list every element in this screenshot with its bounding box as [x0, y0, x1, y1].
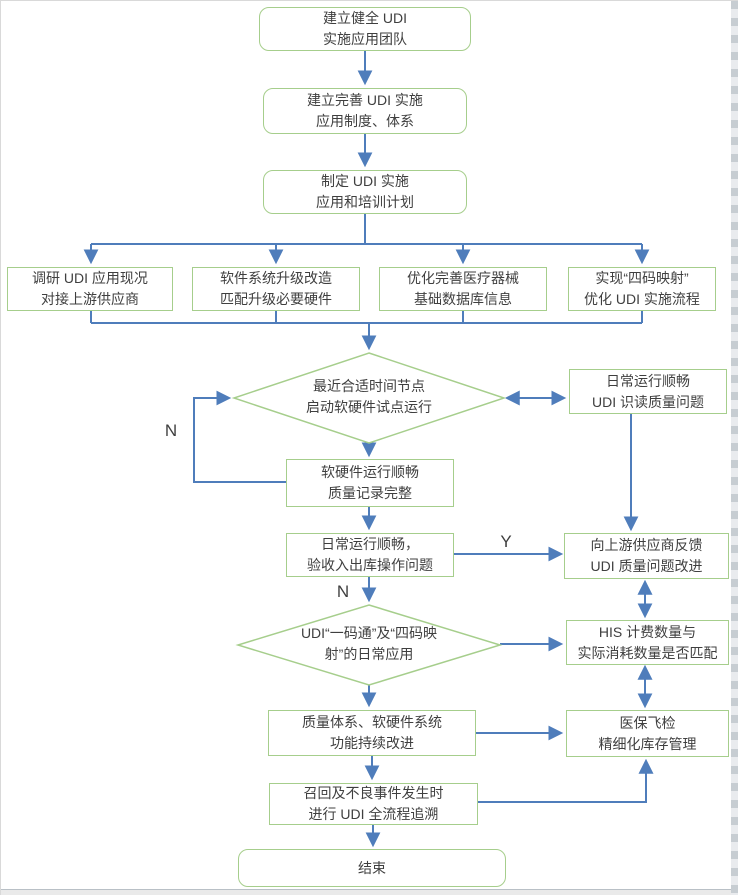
node-text: 最近合适时间节点	[313, 378, 425, 394]
node-insurance: 医保飞检 精细化库存管理	[566, 710, 729, 757]
node-text: 实施应用团队	[323, 31, 407, 47]
node-text: 软件系统升级改造	[220, 270, 332, 286]
node-text: 启动软硬件试点运行	[306, 399, 432, 415]
node-text: 精细化库存管理	[598, 735, 697, 752]
node-text: 对接上游供应商	[41, 291, 139, 307]
node-text: 调研 UDI 应用现况	[32, 270, 148, 286]
page-bottom-border	[1, 889, 731, 890]
node-text: 软硬件运行顺畅	[321, 464, 419, 480]
node-text: 日常运行顺畅	[606, 372, 690, 389]
branch-label-n1: N	[164, 421, 178, 440]
node-plan: 制定 UDI 实施 应用和培训计划	[263, 170, 467, 214]
branch-label-y: Y	[500, 532, 512, 551]
node-text: 优化完善医疗器械	[407, 270, 519, 286]
node-pilot-decision: 最近合适时间节点 启动软硬件试点运行	[259, 376, 479, 418]
node-database: 优化完善医疗器械 基础数据库信息	[379, 267, 547, 311]
node-daily-quality: 日常运行顺畅 UDI 识读质量问题	[569, 369, 727, 414]
node-text: 实际消耗数量是否匹配	[577, 644, 718, 661]
node-text: 应用和培训计划	[316, 194, 414, 210]
node-daily-ops: 日常运行顺畅， 验收入出库操作问题	[286, 533, 454, 577]
decision-diamond-daily-use	[235, 604, 503, 686]
branch-label-n2: N	[336, 582, 350, 601]
node-text: 进行 UDI 全流程追溯	[308, 806, 439, 822]
node-text: 优化 UDI 实施流程	[584, 291, 700, 307]
node-text: 验收入出库操作问题	[307, 557, 433, 573]
node-his: HIS 计费数量与 实际消耗数量是否匹配	[566, 620, 729, 665]
node-end: 结束	[238, 849, 506, 887]
node-daily-use-decision: UDI“一码通”及“四码映 射”的日常应用	[251, 623, 487, 665]
node-text: 实现“四码映射”	[595, 270, 689, 286]
node-text: HIS 计费数量与	[598, 623, 697, 640]
node-text: 建立健全 UDI	[323, 10, 407, 26]
node-text: 质量体系、软硬件系统	[302, 714, 442, 730]
node-text: 建立完善 UDI 实施	[307, 92, 423, 108]
node-text: 功能持续改进	[330, 735, 414, 751]
node-team: 建立健全 UDI 实施应用团队	[259, 7, 471, 51]
node-mapping: 实现“四码映射” 优化 UDI 实施流程	[568, 267, 716, 311]
node-text: 应用制度、体系	[316, 113, 414, 129]
node-text: UDI 识读质量问题	[592, 393, 704, 410]
node-text: 日常运行顺畅，	[321, 536, 419, 552]
node-system: 建立完善 UDI 实施 应用制度、体系	[263, 88, 467, 134]
node-text: 质量记录完整	[328, 485, 412, 501]
node-text: 制定 UDI 实施	[321, 173, 409, 189]
node-text: 匹配升级必要硬件	[220, 291, 332, 307]
node-text: UDI“一码通”及“四码映	[300, 625, 438, 641]
page-right-dashed-border	[731, 1, 738, 895]
node-text: 向上游供应商反馈	[590, 537, 703, 553]
node-recall: 召回及不良事件发生时 进行 UDI 全流程追溯	[269, 783, 478, 825]
decision-diamond-pilot	[231, 352, 507, 444]
node-improve: 质量体系、软硬件系统 功能持续改进	[268, 710, 476, 756]
node-text: 基础数据库信息	[414, 291, 512, 307]
node-text: UDI 质量问题改进	[590, 558, 703, 574]
node-text: 射”的日常应用	[324, 646, 414, 662]
page-bottom-margin	[1, 890, 731, 895]
node-feedback: 向上游供应商反馈 UDI 质量问题改进	[564, 533, 729, 579]
node-text: 结束	[358, 859, 386, 876]
node-software: 软件系统升级改造 匹配升级必要硬件	[192, 267, 360, 311]
node-text: 召回及不良事件发生时	[303, 785, 444, 801]
node-text: 医保飞检	[619, 714, 676, 731]
node-research: 调研 UDI 应用现况 对接上游供应商	[7, 267, 173, 311]
node-run-ok: 软硬件运行顺畅 质量记录完整	[286, 459, 454, 507]
